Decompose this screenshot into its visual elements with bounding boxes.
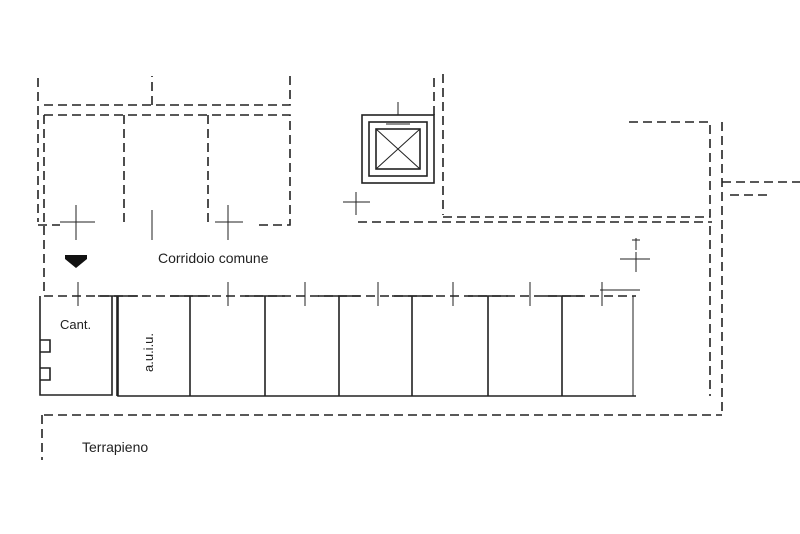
entry-arrow-icon [65,255,87,268]
upper-boxes [37,76,291,226]
outer-edge [41,414,722,460]
elevator-shaft-icon [343,74,444,215]
door-markers [60,205,603,396]
corridor-label: Corridoio comune [158,250,269,266]
storage-label: Cant. [60,317,92,332]
auiu-label: a.u.i.u. [141,332,156,372]
storage-room [39,296,636,397]
corridor-walls [43,226,650,396]
right-wing [358,121,800,415]
embankment-label: Terrapieno [82,439,149,455]
